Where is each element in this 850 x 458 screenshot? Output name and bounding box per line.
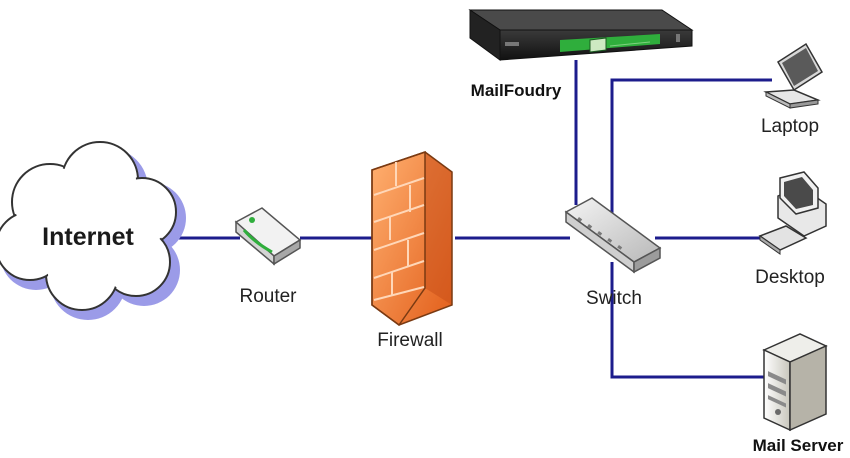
network-links bbox=[172, 60, 790, 379]
link-switch-mailserver bbox=[610, 262, 770, 379]
mail-server-tower-icon bbox=[762, 333, 828, 432]
router-label: Router bbox=[239, 286, 297, 307]
desktop-icon bbox=[758, 171, 827, 255]
switch-label: Switch bbox=[586, 288, 642, 309]
firewall-icon bbox=[371, 150, 453, 327]
internet-cloud-icon bbox=[0, 141, 186, 320]
desktop-label: Desktop bbox=[755, 267, 825, 288]
mailfoundry-appliance-icon bbox=[468, 9, 694, 61]
firewall-label: Firewall bbox=[377, 330, 442, 351]
laptop-icon bbox=[763, 42, 824, 109]
switch-icon bbox=[564, 197, 662, 274]
link-switch-laptop bbox=[610, 78, 772, 215]
internet-label: Internet bbox=[42, 223, 134, 251]
router-icon bbox=[234, 207, 302, 266]
mailfoundry-label: MailFoudry bbox=[471, 81, 562, 100]
mail-server-label: Mail Server bbox=[753, 436, 844, 455]
laptop-label: Laptop bbox=[761, 116, 819, 137]
